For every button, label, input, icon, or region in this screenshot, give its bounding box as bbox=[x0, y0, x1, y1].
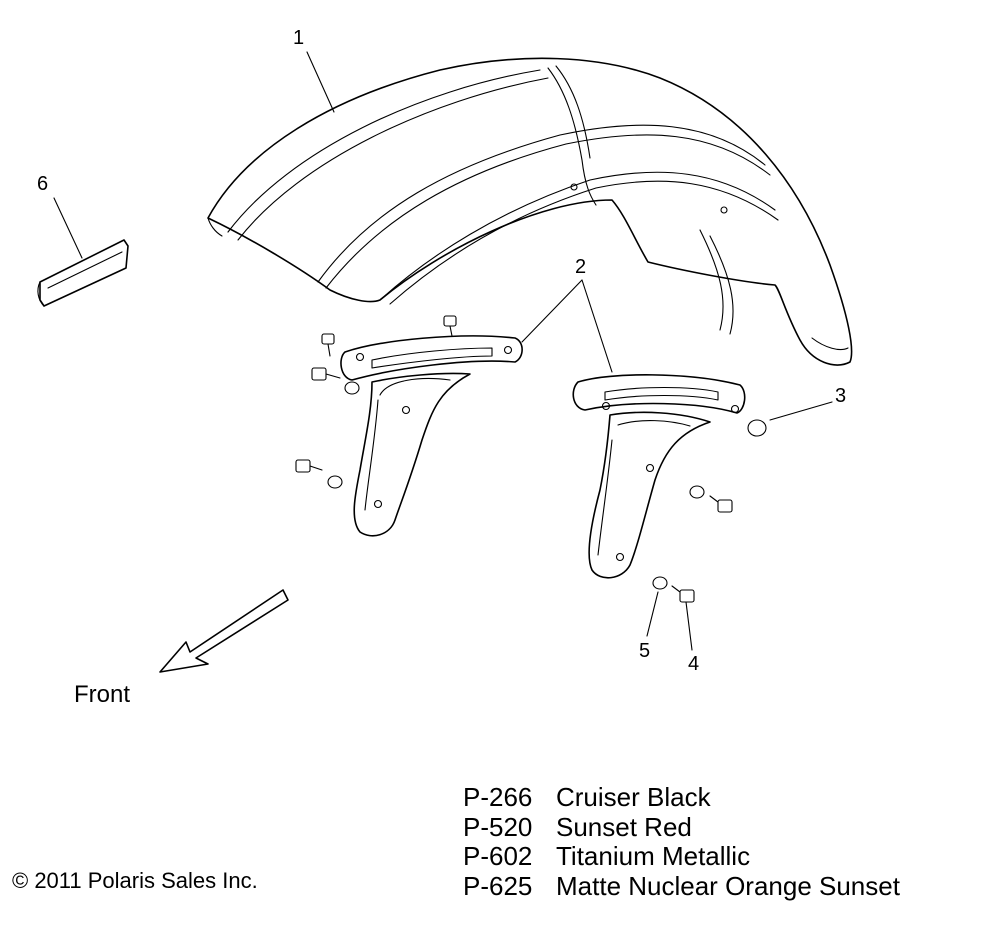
callout-3: 3 bbox=[835, 385, 846, 407]
legend-row: P-266 Cruiser Black bbox=[463, 782, 900, 813]
callout-4: 4 bbox=[688, 653, 699, 675]
legend-code: P-602 bbox=[463, 841, 533, 871]
legend-code: P-520 bbox=[463, 811, 533, 842]
fasteners bbox=[295, 315, 767, 603]
callout-6: 6 bbox=[37, 173, 48, 195]
callout-2: 2 bbox=[575, 256, 586, 278]
legend-name: Cruiser Black bbox=[556, 782, 711, 812]
legend-row: P-625 Matte Nuclear Orange Sunset bbox=[463, 870, 900, 902]
color-legend: P-266 Cruiser Black P-520 Sunset Red P-602… bbox=[463, 782, 900, 902]
left-fender-bracket bbox=[340, 335, 523, 537]
bolt-right-mid bbox=[689, 485, 733, 513]
leader-lines bbox=[53, 51, 833, 651]
trim-strip bbox=[37, 239, 129, 307]
bolt-left-low bbox=[295, 459, 343, 489]
callout-5: 5 bbox=[639, 640, 650, 662]
legend-code: P-625 bbox=[463, 870, 533, 901]
copyright-notice: © 2011 Polaris Sales Inc. bbox=[12, 868, 258, 893]
bolt-left-top bbox=[321, 333, 335, 357]
legend-name: Matte Nuclear Orange Sunset bbox=[556, 870, 900, 901]
callout-1: 1 bbox=[293, 27, 304, 49]
legend-row: P-602 Titanium Metallic bbox=[463, 841, 900, 872]
bolt-left-mid bbox=[311, 367, 360, 395]
bolt-left-top-2 bbox=[443, 315, 457, 337]
front-fender bbox=[207, 57, 853, 366]
legend-name: Sunset Red bbox=[556, 811, 692, 842]
front-direction-arrow bbox=[159, 589, 289, 673]
bolt-right-low bbox=[652, 576, 695, 603]
legend-code: P-266 bbox=[463, 782, 533, 812]
right-fender-bracket bbox=[572, 374, 746, 579]
legend-row: P-520 Sunset Red bbox=[463, 811, 900, 843]
rivet bbox=[747, 419, 767, 437]
legend-name: Titanium Metallic bbox=[556, 841, 751, 871]
front-label: Front bbox=[74, 681, 130, 708]
